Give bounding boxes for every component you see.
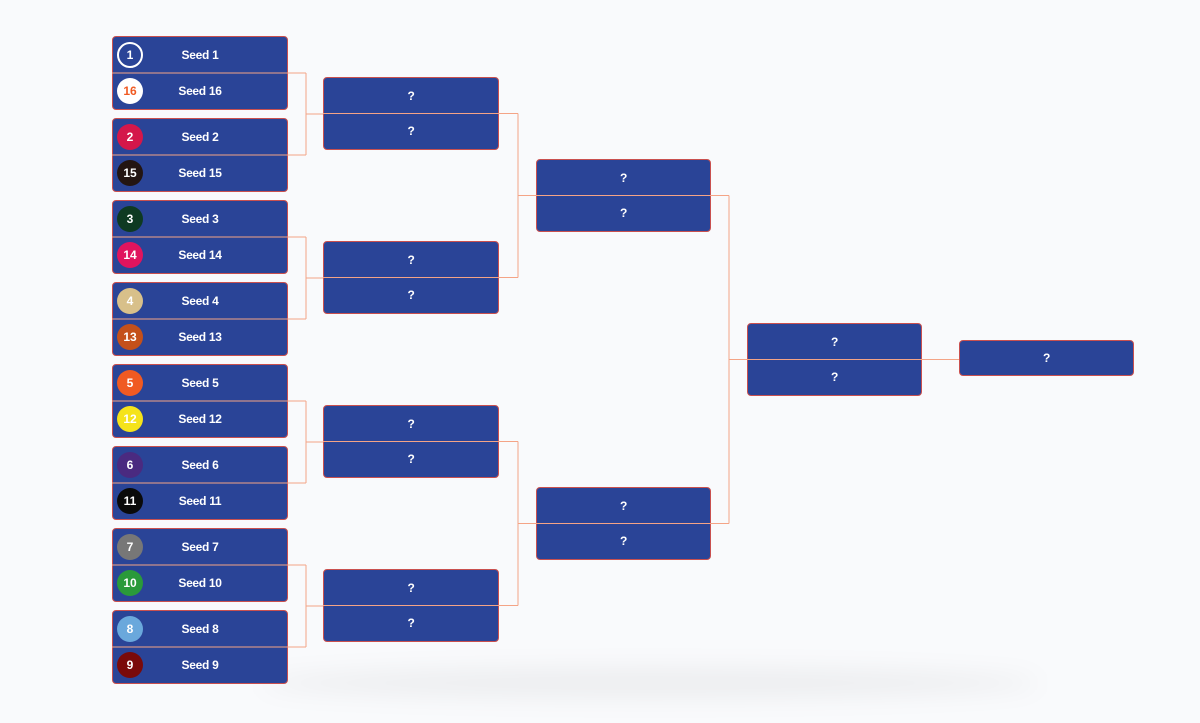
- round3-match-1[interactable]: ??: [536, 159, 711, 232]
- team-name: Seed 2: [181, 130, 219, 144]
- round2-slot[interactable]: ?: [324, 278, 498, 314]
- round2-slot[interactable]: ?: [324, 606, 498, 642]
- round1-match-6[interactable]: 6 Seed 6 11 Seed 11: [112, 446, 288, 520]
- champion-slot[interactable]: ?: [960, 341, 1133, 375]
- round1-match-3[interactable]: 3 Seed 3 14 Seed 14: [112, 200, 288, 274]
- team-name: Seed 7: [181, 540, 219, 554]
- round3-slot[interactable]: ?: [537, 488, 710, 524]
- round1-slot[interactable]: 6 Seed 6: [113, 447, 287, 483]
- team-placeholder: ?: [830, 370, 839, 385]
- round4-slot[interactable]: ?: [748, 360, 921, 396]
- team-name: Seed 3: [181, 212, 219, 226]
- team-placeholder: ?: [407, 88, 415, 103]
- team-placeholder: ?: [619, 498, 628, 513]
- team-placeholder: ?: [619, 206, 628, 221]
- round2-slot[interactable]: ?: [324, 78, 498, 114]
- round3-match-2[interactable]: ??: [536, 487, 711, 560]
- round1-slot[interactable]: 15 Seed 15: [113, 155, 287, 191]
- round1-slot[interactable]: 16 Seed 16: [113, 73, 287, 109]
- team-placeholder: ?: [407, 124, 415, 139]
- seed-badge: 5: [117, 370, 143, 396]
- seed-badge: 1: [117, 42, 143, 68]
- team-name: Seed 11: [178, 494, 222, 508]
- champion-box[interactable]: ?: [959, 340, 1134, 376]
- round1-slot[interactable]: 5 Seed 5: [113, 365, 287, 401]
- round1-slot[interactable]: 7 Seed 7: [113, 529, 287, 565]
- team-name: Seed 13: [178, 330, 222, 344]
- team-name: Seed 12: [178, 412, 222, 426]
- round1-slot[interactable]: 3 Seed 3: [113, 201, 287, 237]
- team-name: Seed 8: [181, 622, 219, 636]
- team-placeholder: ?: [619, 534, 628, 549]
- team-name: Seed 16: [178, 84, 222, 98]
- team-name: Seed 10: [178, 576, 222, 590]
- round1-match-2[interactable]: 2 Seed 2 15 Seed 15: [112, 118, 288, 192]
- round1-match-1[interactable]: 1 Seed 1 16 Seed 16: [112, 36, 288, 110]
- team-name: Seed 5: [181, 376, 219, 390]
- round1-match-8[interactable]: 8 Seed 8 9 Seed 9: [112, 610, 288, 684]
- round1-match-7[interactable]: 7 Seed 7 10 Seed 10: [112, 528, 288, 602]
- round2-slot[interactable]: ?: [324, 114, 498, 150]
- round4-match-1[interactable]: ??: [747, 323, 922, 396]
- round3-slot[interactable]: ?: [537, 196, 710, 232]
- round2-slot[interactable]: ?: [324, 242, 498, 278]
- seed-badge: 7: [117, 534, 143, 560]
- round1-slot[interactable]: 1 Seed 1: [113, 37, 287, 73]
- team-name: Seed 9: [181, 658, 219, 672]
- round1-slot[interactable]: 13 Seed 13: [113, 319, 287, 355]
- round2-match-3[interactable]: ??: [323, 405, 499, 478]
- round1-slot[interactable]: 12 Seed 12: [113, 401, 287, 437]
- team-placeholder: ?: [830, 334, 839, 349]
- team-placeholder: ?: [407, 452, 415, 467]
- seed-badge: 11: [117, 488, 143, 514]
- round2-match-4[interactable]: ??: [323, 569, 499, 642]
- round1-slot[interactable]: 9 Seed 9: [113, 647, 287, 683]
- seed-badge: 6: [117, 452, 143, 478]
- round1-match-5[interactable]: 5 Seed 5 12 Seed 12: [112, 364, 288, 438]
- round1-slot[interactable]: 4 Seed 4: [113, 283, 287, 319]
- team-name: Seed 4: [181, 294, 219, 308]
- seed-badge: 16: [117, 78, 143, 104]
- team-placeholder: ?: [407, 616, 415, 631]
- team-name: Seed 6: [181, 458, 219, 472]
- round1-match-4[interactable]: 4 Seed 4 13 Seed 13: [112, 282, 288, 356]
- seed-badge: 12: [117, 406, 143, 432]
- champion-placeholder: ?: [1042, 351, 1051, 365]
- team-placeholder: ?: [407, 252, 415, 267]
- round2-slot[interactable]: ?: [324, 406, 498, 442]
- team-placeholder: ?: [407, 288, 415, 303]
- seed-badge: 3: [117, 206, 143, 232]
- round2-slot[interactable]: ?: [324, 570, 498, 606]
- round2-slot[interactable]: ?: [324, 442, 498, 478]
- round1-slot[interactable]: 8 Seed 8: [113, 611, 287, 647]
- seed-badge: 14: [117, 242, 143, 268]
- round1-slot[interactable]: 14 Seed 14: [113, 237, 287, 273]
- round1-slot[interactable]: 10 Seed 10: [113, 565, 287, 601]
- team-name: Seed 1: [181, 48, 219, 62]
- seed-badge: 15: [117, 160, 143, 186]
- round3-slot[interactable]: ?: [537, 524, 710, 560]
- team-name: Seed 15: [178, 166, 222, 180]
- round1-slot[interactable]: 2 Seed 2: [113, 119, 287, 155]
- team-placeholder: ?: [407, 416, 415, 431]
- team-name: Seed 14: [178, 248, 222, 262]
- round1-slot[interactable]: 11 Seed 11: [113, 483, 287, 519]
- bracket-shadow: [260, 668, 1040, 698]
- seed-badge: 8: [117, 616, 143, 642]
- team-placeholder: ?: [619, 170, 628, 185]
- seed-badge: 10: [117, 570, 143, 596]
- round4-slot[interactable]: ?: [748, 324, 921, 360]
- round3-slot[interactable]: ?: [537, 160, 710, 196]
- round2-match-2[interactable]: ??: [323, 241, 499, 314]
- team-placeholder: ?: [407, 580, 415, 595]
- seed-badge: 9: [117, 652, 143, 678]
- round2-match-1[interactable]: ??: [323, 77, 499, 150]
- seed-badge: 13: [117, 324, 143, 350]
- seed-badge: 2: [117, 124, 143, 150]
- seed-badge: 4: [117, 288, 143, 314]
